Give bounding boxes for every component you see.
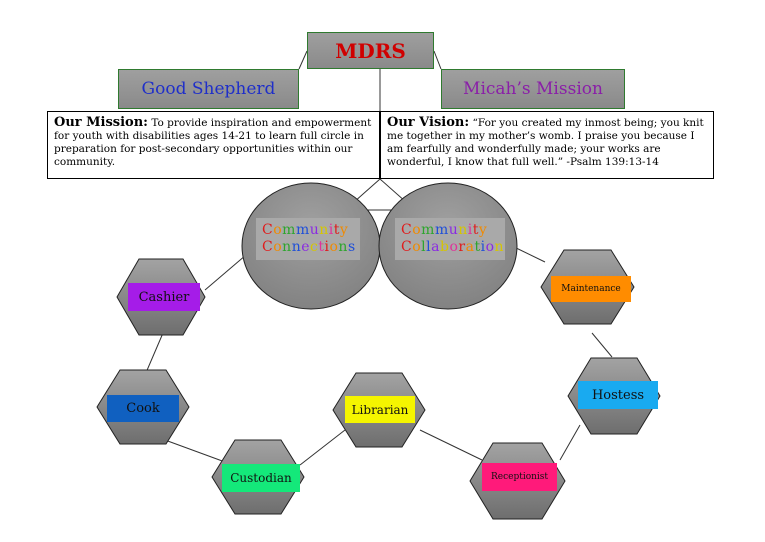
community-collaboration-label: Community Collaboration: [395, 218, 505, 260]
maintenance-label-box: [551, 276, 631, 302]
maintenance-label: Maintenance: [561, 284, 621, 294]
connector-receptionist-hostess: [559, 424, 581, 461]
cashier-label: Cashier: [138, 289, 190, 305]
community-connections-line1: Community: [262, 222, 349, 238]
cook-label-box: [107, 395, 179, 422]
vision-heading: Our Vision:: [387, 115, 470, 130]
connector-mdrs-micah: [433, 50, 442, 70]
mission-text: To provide inspiration and empowerment f…: [54, 117, 372, 168]
connector-connections-cashier: [204, 254, 247, 291]
community-connections-line2: Connections: [262, 239, 356, 255]
connector-cook-custodian: [164, 439, 226, 463]
receptionist-label: Receptionist: [490, 472, 549, 482]
community-collaboration-line2: Collaboration: [401, 239, 505, 255]
mdrs-title-box: MDRS: [307, 32, 434, 69]
micahs-mission-title: Micah’s Mission: [463, 79, 603, 99]
receptionist-label-box: [482, 463, 557, 491]
good-shepherd-box: Good Shepherd: [118, 69, 299, 109]
custodian-label: Custodian: [230, 471, 292, 485]
vision-statement-box: Our Vision: “For you created my inmost b…: [380, 111, 714, 179]
librarian-label-box: [345, 396, 415, 423]
micahs-mission-box: Micah’s Mission: [441, 69, 625, 109]
hostess-label-box: [578, 381, 658, 409]
community-collaboration-line1: Community: [401, 222, 488, 238]
connector-librarian-receptionist: [419, 429, 483, 461]
mission-heading: Our Mission:: [54, 115, 148, 130]
community-connections-label: Community Connections: [256, 218, 360, 260]
cook-label: Cook: [126, 401, 160, 416]
cashier-label-box: [128, 283, 200, 311]
mdrs-title: MDRS: [335, 38, 406, 63]
hostess-label: Hostess: [591, 387, 645, 403]
connector-custodian-librarian: [299, 429, 346, 466]
mission-statement-box: Our Mission: To provide inspiration and …: [47, 111, 380, 179]
custodian-label-box: [222, 464, 300, 492]
good-shepherd-title: Good Shepherd: [141, 79, 276, 99]
librarian-label: Librarian: [351, 402, 409, 417]
connector-cashier-cook: [144, 332, 164, 376]
vision-text: “For you created my inmost being; you kn…: [387, 117, 704, 168]
connector-hostess-maintenance: [591, 332, 613, 358]
connector-mdrs-good-shepherd: [298, 50, 308, 70]
